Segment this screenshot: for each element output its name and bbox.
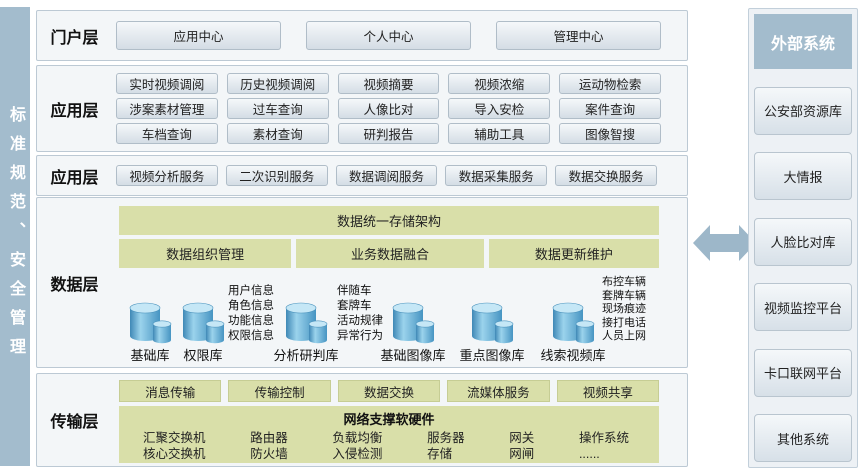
transport-layer-row: 传输层 消息传输 传输控制 数据交换 流媒体服务 视频共享 网络支撑软硬件 汇聚…: [36, 373, 688, 467]
service-button[interactable]: 数据调阅服务: [335, 165, 438, 186]
data-organization-band[interactable]: 数据组织管理: [119, 239, 292, 268]
application-layer-row: 应用层 实时视频调阅 历史视频调阅 视频摘要 视频浓缩 运动物检索 涉案素材管理…: [36, 65, 688, 152]
data-layer-row: 数据层 数据统一存储架构 数据组织管理 业务数据融合 数据更新维护: [36, 197, 688, 368]
database-label: 重点图像库: [459, 348, 525, 363]
service-layer-row: 应用层 视频分析服务 二次识别服务 数据调阅服务 数据采集服务 数据交换服务: [36, 155, 688, 196]
network-hardware-column: 负载均衡 入侵检测: [332, 431, 383, 461]
database-icon: [392, 302, 435, 344]
external-systems-title: 外部系统: [754, 14, 852, 69]
database-icon: [182, 302, 225, 344]
database-key-image: 重点图像库: [454, 302, 530, 364]
database-base-image: 基础图像库: [375, 302, 451, 364]
database-label: 权限库: [183, 348, 223, 363]
network-hardware-column: 路由器 防火墙: [250, 431, 288, 461]
app-button[interactable]: 运动物检索: [559, 73, 661, 94]
network-hardware-column: 网关 网闸: [509, 431, 535, 461]
app-center-button[interactable]: 应用中心: [116, 21, 281, 50]
standards-security-label: 标准规范、安全管理: [7, 106, 24, 367]
app-button[interactable]: 实时视频调阅: [116, 73, 218, 94]
portal-layer-content: 应用中心 个人中心 管理中心: [112, 11, 687, 60]
database-icon: [285, 302, 328, 344]
database-label: 线索视频库: [540, 348, 606, 363]
application-layer-label: 应用层: [50, 102, 99, 120]
network-hardware-column: 汇聚交换机 核心交换机: [143, 431, 206, 461]
portal-layer-row: 门户层 应用中心 个人中心 管理中心: [36, 10, 688, 61]
service-layer-label: 应用层: [50, 169, 99, 187]
service-button[interactable]: 数据采集服务: [445, 165, 548, 186]
data-update-band[interactable]: 数据更新维护: [488, 239, 659, 268]
database-analysis: 分析研判库: [268, 302, 344, 364]
permission-info-annotation: 用户信息 角色信息 功能信息 权限信息: [228, 285, 274, 342]
management-center-button[interactable]: 管理中心: [496, 21, 661, 50]
analysis-annotation: 伴随车 套牌车 活动规律 异常行为: [337, 285, 383, 342]
service-layer-content: 视频分析服务 二次识别服务 数据调阅服务 数据采集服务 数据交换服务: [112, 156, 687, 195]
service-button[interactable]: 视频分析服务: [116, 165, 218, 186]
databases-area: 基础库 权限库 用户信息 角色信息 功能信息 权限信息: [112, 270, 687, 367]
network-hardware-column: 服务器 存储: [427, 431, 465, 461]
external-system-item[interactable]: 其他系统: [754, 414, 852, 462]
app-button[interactable]: 历史视频调阅: [226, 73, 329, 94]
external-system-item[interactable]: 公安部资源库: [754, 86, 852, 135]
database-label: 基础库: [130, 348, 170, 363]
app-button[interactable]: 研判报告: [337, 123, 440, 144]
database-icon: [552, 302, 595, 344]
transport-button[interactable]: 数据交换: [337, 380, 441, 402]
unified-storage-band[interactable]: 数据统一存储架构: [119, 206, 659, 235]
app-button[interactable]: 过车查询: [226, 98, 329, 119]
app-button[interactable]: 案件查询: [559, 98, 661, 119]
data-layer-content: 数据统一存储架构 数据组织管理 业务数据融合 数据更新维护 基础库: [112, 198, 687, 367]
external-system-item[interactable]: 视频监控平台: [754, 283, 852, 331]
standards-security-sidebar: 标准规范、安全管理: [0, 7, 30, 466]
transport-button[interactable]: 流媒体服务: [447, 380, 550, 402]
business-fusion-band[interactable]: 业务数据融合: [296, 239, 484, 268]
app-button[interactable]: 辅助工具: [448, 123, 551, 144]
app-button[interactable]: 素材查询: [226, 123, 329, 144]
double-arrow-icon: [693, 221, 756, 271]
transport-layer-label: 传输层: [50, 414, 99, 431]
app-button[interactable]: 导入安检: [448, 98, 551, 119]
app-button[interactable]: 视频摘要: [337, 73, 440, 94]
network-hardware-column: 操作系统 ......: [578, 431, 629, 461]
transport-button[interactable]: 视频共享: [556, 380, 660, 402]
clue-annotation: 布控车辆 套牌车辆 现场痕迹 接打电话 人员上网: [602, 276, 646, 342]
external-system-item[interactable]: 大情报: [754, 152, 852, 200]
external-systems-panel: 外部系统 公安部资源库 大情报 人脸比对库 视频监控平台 卡口联网平台 其他系统: [748, 8, 858, 468]
app-button[interactable]: 车档查询: [116, 123, 218, 144]
transport-button[interactable]: 消息传输: [119, 380, 222, 402]
service-button[interactable]: 二次识别服务: [225, 165, 328, 186]
database-icon: [471, 302, 514, 344]
app-button[interactable]: 图像智搜: [559, 123, 661, 144]
database-permission: 权限库: [165, 302, 241, 364]
app-button[interactable]: 人像比对: [337, 98, 440, 119]
network-support-box: 网络支撑软硬件 汇聚交换机 核心交换机 路由器 防火墙 负载均衡 入侵检测 服务…: [119, 406, 659, 463]
transport-button[interactable]: 传输控制: [228, 380, 331, 402]
database-label: 分析研判库: [273, 348, 339, 363]
network-support-title: 网络支撑软硬件: [343, 412, 435, 427]
personal-center-button[interactable]: 个人中心: [306, 21, 471, 50]
service-button[interactable]: 数据交换服务: [555, 165, 657, 186]
database-icon: [129, 302, 172, 344]
application-layer-content: 实时视频调阅 历史视频调阅 视频摘要 视频浓缩 运动物检索 涉案素材管理 过车查…: [112, 66, 687, 151]
database-basic: 基础库: [112, 302, 188, 364]
data-layer-label: 数据层: [50, 276, 99, 294]
external-system-item[interactable]: 卡口联网平台: [754, 348, 852, 397]
app-button[interactable]: 视频浓缩: [448, 73, 551, 94]
external-system-item[interactable]: 人脸比对库: [754, 217, 852, 266]
database-clue-video: 线索视频库: [535, 302, 611, 364]
transport-layer-content: 消息传输 传输控制 数据交换 流媒体服务 视频共享 网络支撑软硬件 汇聚交换机 …: [112, 374, 687, 466]
app-button[interactable]: 涉案素材管理: [116, 98, 218, 119]
portal-layer-label: 门户层: [50, 29, 99, 47]
database-label: 基础图像库: [380, 348, 446, 363]
